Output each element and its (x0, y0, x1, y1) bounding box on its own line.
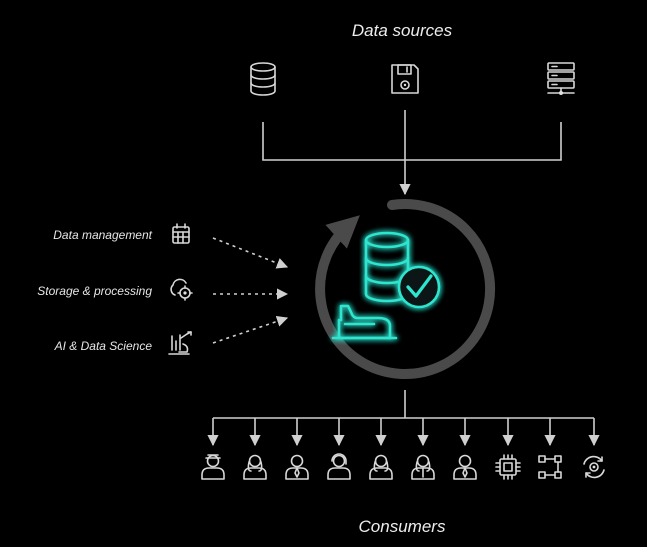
verified-database-icon (331, 231, 441, 340)
cpu-chip-icon (495, 454, 521, 480)
calendar-grid-icon (172, 223, 190, 244)
floppy-disk-icon (391, 64, 419, 94)
gear-cycle-icon (583, 455, 605, 479)
user-cap-icon (201, 454, 225, 480)
capability-label-data-management: Data management (53, 228, 152, 242)
sources-connector (262, 122, 562, 161)
consumer-icons (201, 453, 605, 480)
user-woman-icon (243, 454, 267, 480)
user-woman-icon (369, 454, 393, 480)
ai-data-science-arrow (212, 315, 289, 344)
user-woman-tie-icon (411, 454, 435, 480)
consumers-title: Consumers (359, 517, 446, 536)
data-management-arrow (212, 237, 289, 269)
capability-label-ai-data-science: AI & Data Science (54, 339, 153, 353)
server-rack-icon (547, 62, 575, 95)
user-suit-icon (285, 454, 309, 480)
cloud-gear-icon (170, 278, 193, 301)
user-suit-icon (453, 454, 477, 480)
consumer-arrows (207, 418, 600, 447)
user-headset-icon (327, 453, 351, 480)
workflow-nodes-icon (538, 455, 562, 479)
database-icon (250, 62, 276, 96)
capability-label-storage-processing: Storage & processing (37, 284, 152, 298)
cycle-ring (315, 199, 496, 379)
chart-robot-icon (168, 331, 192, 355)
data-sources-title: Data sources (352, 21, 453, 40)
